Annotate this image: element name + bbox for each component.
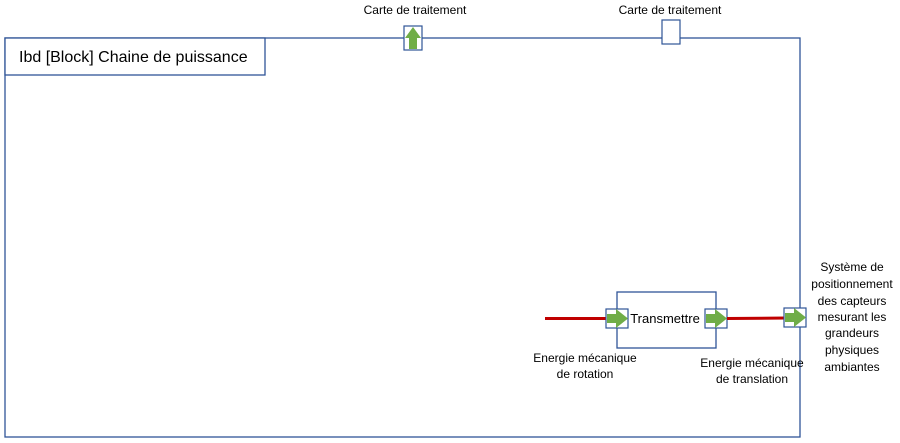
flow-label-output-2: de translation: [716, 372, 788, 386]
diagram-title: Ibd [Block] Chaine de puissance: [19, 49, 248, 66]
port-arrow-right-icon: [706, 309, 727, 328]
port-arrow-right-icon: [785, 308, 806, 327]
port-carte-out: [661, 19, 681, 45]
port-arrow-up-icon: [405, 27, 421, 49]
port-label-carte-in: Carte de traitement: [364, 3, 467, 17]
title-box: [4, 37, 266, 76]
systeme-label-5: grandeurs: [825, 326, 879, 340]
block-name: Transmettre: [630, 311, 700, 326]
port-arrow-right-icon: [607, 309, 628, 328]
systeme-label-3: des capteurs: [818, 294, 887, 308]
flow-label-input-2: de rotation: [557, 367, 614, 381]
systeme-label-6: physiques: [825, 343, 879, 357]
systeme-label-2: positionnement: [811, 277, 893, 291]
port-label-carte-out: Carte de traitement: [619, 3, 722, 17]
systeme-label-4: mesurant les: [818, 310, 887, 324]
flow-label-output-1: Energie mécanique: [700, 356, 804, 370]
flow-line-output: [726, 316, 788, 320]
systeme-label-7: ambiantes: [824, 360, 879, 374]
flow-label-input-1: Energie mécanique: [533, 351, 637, 365]
ibd-frame: [4, 37, 801, 438]
systeme-label-1: Système de: [820, 260, 884, 274]
